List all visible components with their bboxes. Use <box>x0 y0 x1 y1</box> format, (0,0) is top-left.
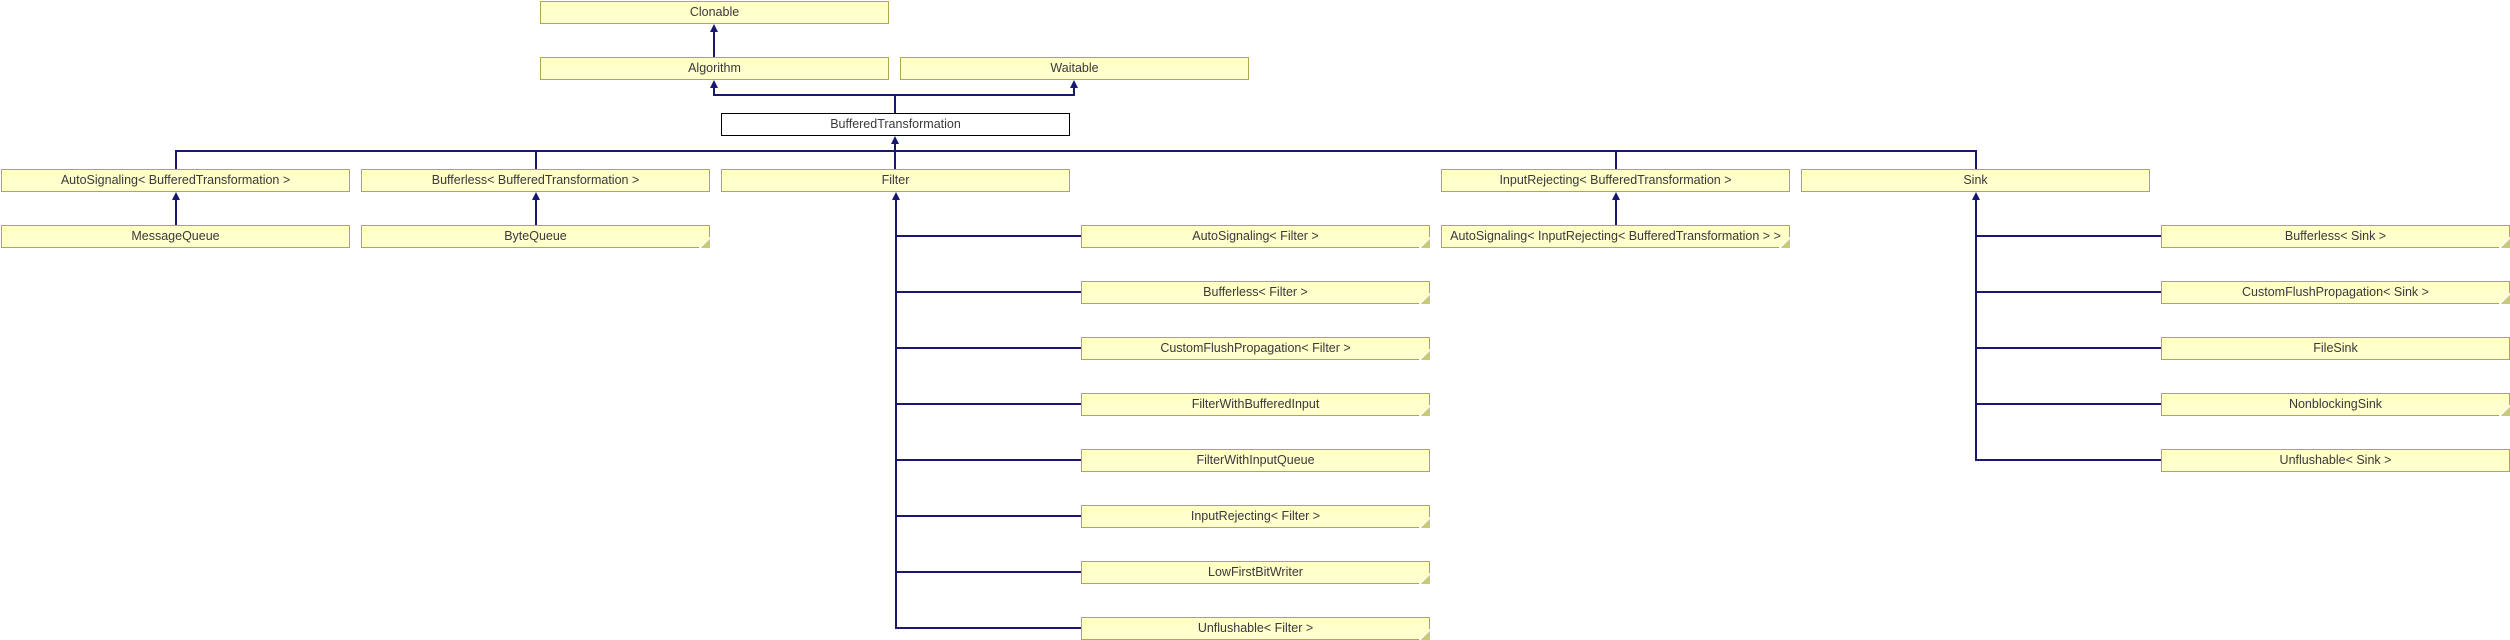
class-label: FilterWithBufferedInput <box>1191 397 1320 411</box>
edge-riser-waitable <box>1073 87 1075 96</box>
class-node-bufferless-sink[interactable]: Bufferless< Sink > <box>2161 225 2510 248</box>
fold-corner-icon <box>2499 405 2510 416</box>
fold-corner-icon <box>1419 293 1430 304</box>
class-label: Unflushable< Sink > <box>2279 453 2392 467</box>
class-node-filterwithinputqueue[interactable]: FilterWithInputQueue <box>1081 449 1430 472</box>
edge-drop-bufferless-bt <box>535 150 537 169</box>
class-label: Sink <box>1963 173 1988 187</box>
edge-branch-filterwithbufferedinput <box>895 403 1081 405</box>
arrowhead-to-algorithm <box>710 80 718 88</box>
class-node-filter[interactable]: Filter <box>721 169 1070 192</box>
class-label: Unflushable< Filter > <box>1197 621 1314 635</box>
fold-corner-icon <box>1419 405 1430 416</box>
class-label: Bufferless< Filter > <box>1203 285 1308 299</box>
edge-riser-bufferedtransformation-up <box>894 94 896 113</box>
edge-bytequeue <box>535 199 537 225</box>
class-node-unflushable-filter[interactable]: Unflushable< Filter > <box>1081 617 1430 640</box>
class-node-filesink[interactable]: FileSink <box>2161 337 2510 360</box>
edge-drop-autosignaling-bt <box>175 150 177 169</box>
class-node-nonblockingsink[interactable]: NonblockingSink <box>2161 393 2510 416</box>
fold-corner-icon <box>699 237 710 248</box>
fold-corner-icon <box>2499 293 2510 304</box>
class-node-bufferless-bufferedtransformation[interactable]: Bufferless< BufferedTransformation > <box>361 169 710 192</box>
class-node-sink[interactable]: Sink <box>1801 169 2150 192</box>
arrowhead-to-bufferless-bt <box>532 192 540 200</box>
fold-corner-icon <box>1419 349 1430 360</box>
class-label: AutoSignaling< InputRejecting< BufferedT… <box>1450 229 1781 243</box>
class-label: ByteQueue <box>504 229 567 243</box>
fold-corner-icon <box>1419 573 1430 584</box>
class-node-customflushpropagation-sink[interactable]: CustomFlushPropagation< Sink > <box>2161 281 2510 304</box>
arrowhead-to-filter <box>892 192 900 200</box>
edge-autosignaling-ir-bt <box>1615 199 1617 225</box>
class-label: InputRejecting< Filter > <box>1190 509 1321 523</box>
edge-branch-customflush-sink <box>1975 291 2161 293</box>
class-node-autosignaling-bufferedtransformation[interactable]: AutoSignaling< BufferedTransformation > <box>1 169 350 192</box>
class-label: Bufferless< Sink > <box>2284 229 2387 243</box>
class-node-bytequeue[interactable]: ByteQueue <box>361 225 710 248</box>
class-node-inputrejecting-bufferedtransformation[interactable]: InputRejecting< BufferedTransformation > <box>1441 169 1790 192</box>
class-label: Filter <box>881 173 910 187</box>
arrowhead-to-autosignaling-bt <box>172 192 180 200</box>
class-label: Clonable <box>689 5 740 19</box>
edge-branch-inputrejecting-filter <box>895 515 1081 517</box>
edge-trunk-bufferedtransformation <box>894 143 896 169</box>
class-node-inputrejecting-filter[interactable]: InputRejecting< Filter > <box>1081 505 1430 528</box>
class-label: CustomFlushPropagation< Sink > <box>2242 285 2429 299</box>
class-node-autosignaling-filter[interactable]: AutoSignaling< Filter > <box>1081 225 1430 248</box>
edge-branch-autosignaling-filter <box>895 235 1081 237</box>
class-node-autosignaling-inputrejecting-bufferedtransformation[interactable]: AutoSignaling< InputRejecting< BufferedT… <box>1441 225 1790 248</box>
fold-corner-icon <box>1419 237 1430 248</box>
fold-corner-icon <box>2499 237 2510 248</box>
class-label: MessageQueue <box>131 229 220 243</box>
class-label: AutoSignaling< Filter > <box>1192 229 1319 243</box>
class-node-waitable[interactable]: Waitable <box>900 57 1249 80</box>
edge-branch-unflushable-sink <box>1975 459 2161 461</box>
class-node-bufferless-filter[interactable]: Bufferless< Filter > <box>1081 281 1430 304</box>
class-node-clonable[interactable]: Clonable <box>540 1 889 24</box>
arrowhead-to-sink <box>1972 192 1980 200</box>
class-node-unflushable-sink[interactable]: Unflushable< Sink > <box>2161 449 2510 472</box>
class-node-bufferedtransformation-current: BufferedTransformation <box>721 113 1070 136</box>
arrowhead-to-inputrejecting-bt <box>1612 192 1620 200</box>
class-label: AutoSignaling< BufferedTransformation > <box>60 173 291 187</box>
edge-bus-row3 <box>175 150 1977 152</box>
class-label: BufferedTransformation <box>830 117 961 131</box>
edge-branch-unflushable-filter <box>895 627 1081 629</box>
edge-algorithm-clonable <box>713 31 715 57</box>
class-label: LowFirstBitWriter <box>1208 565 1303 579</box>
class-node-messagequeue[interactable]: MessageQueue <box>1 225 350 248</box>
class-label: Waitable <box>1050 61 1099 75</box>
edge-branch-customflush-filter <box>895 347 1081 349</box>
class-label: InputRejecting< BufferedTransformation > <box>1499 173 1732 187</box>
arrowhead-to-waitable <box>1070 80 1078 88</box>
fold-corner-icon <box>1419 517 1430 528</box>
edge-drop-inputrejecting-bt <box>1615 150 1617 169</box>
arrowhead-to-bufferedtransformation <box>891 136 899 144</box>
class-node-algorithm[interactable]: Algorithm <box>540 57 889 80</box>
class-label: FilterWithInputQueue <box>1196 453 1315 467</box>
edge-branch-filterwithinputqueue <box>895 459 1081 461</box>
edge-trunk-filter-children <box>895 199 897 629</box>
edge-branch-bufferless-filter <box>895 291 1081 293</box>
class-label: CustomFlushPropagation< Filter > <box>1160 341 1351 355</box>
edge-riser-algorithm <box>713 87 715 96</box>
arrowhead-to-clonable <box>710 24 718 32</box>
edge-branch-bufferless-sink <box>1975 235 2161 237</box>
edge-drop-sink <box>1975 150 1977 169</box>
class-node-filterwithbufferedinput[interactable]: FilterWithBufferedInput <box>1081 393 1430 416</box>
edge-branch-lowfirstbitwriter <box>895 571 1081 573</box>
edge-branch-filesink <box>1975 347 2161 349</box>
class-node-lowfirstbitwriter[interactable]: LowFirstBitWriter <box>1081 561 1430 584</box>
class-label: Bufferless< BufferedTransformation > <box>431 173 640 187</box>
class-label: NonblockingSink <box>2288 397 2383 411</box>
class-label: FileSink <box>2313 341 2358 355</box>
edge-trunk-sink-children <box>1975 199 1977 461</box>
edge-messagequeue <box>175 199 177 225</box>
fold-corner-icon <box>1419 629 1430 640</box>
edge-branch-nonblockingsink <box>1975 403 2161 405</box>
class-label: Algorithm <box>688 61 741 75</box>
fold-corner-icon <box>1779 237 1790 248</box>
class-node-customflushpropagation-filter[interactable]: CustomFlushPropagation< Filter > <box>1081 337 1430 360</box>
